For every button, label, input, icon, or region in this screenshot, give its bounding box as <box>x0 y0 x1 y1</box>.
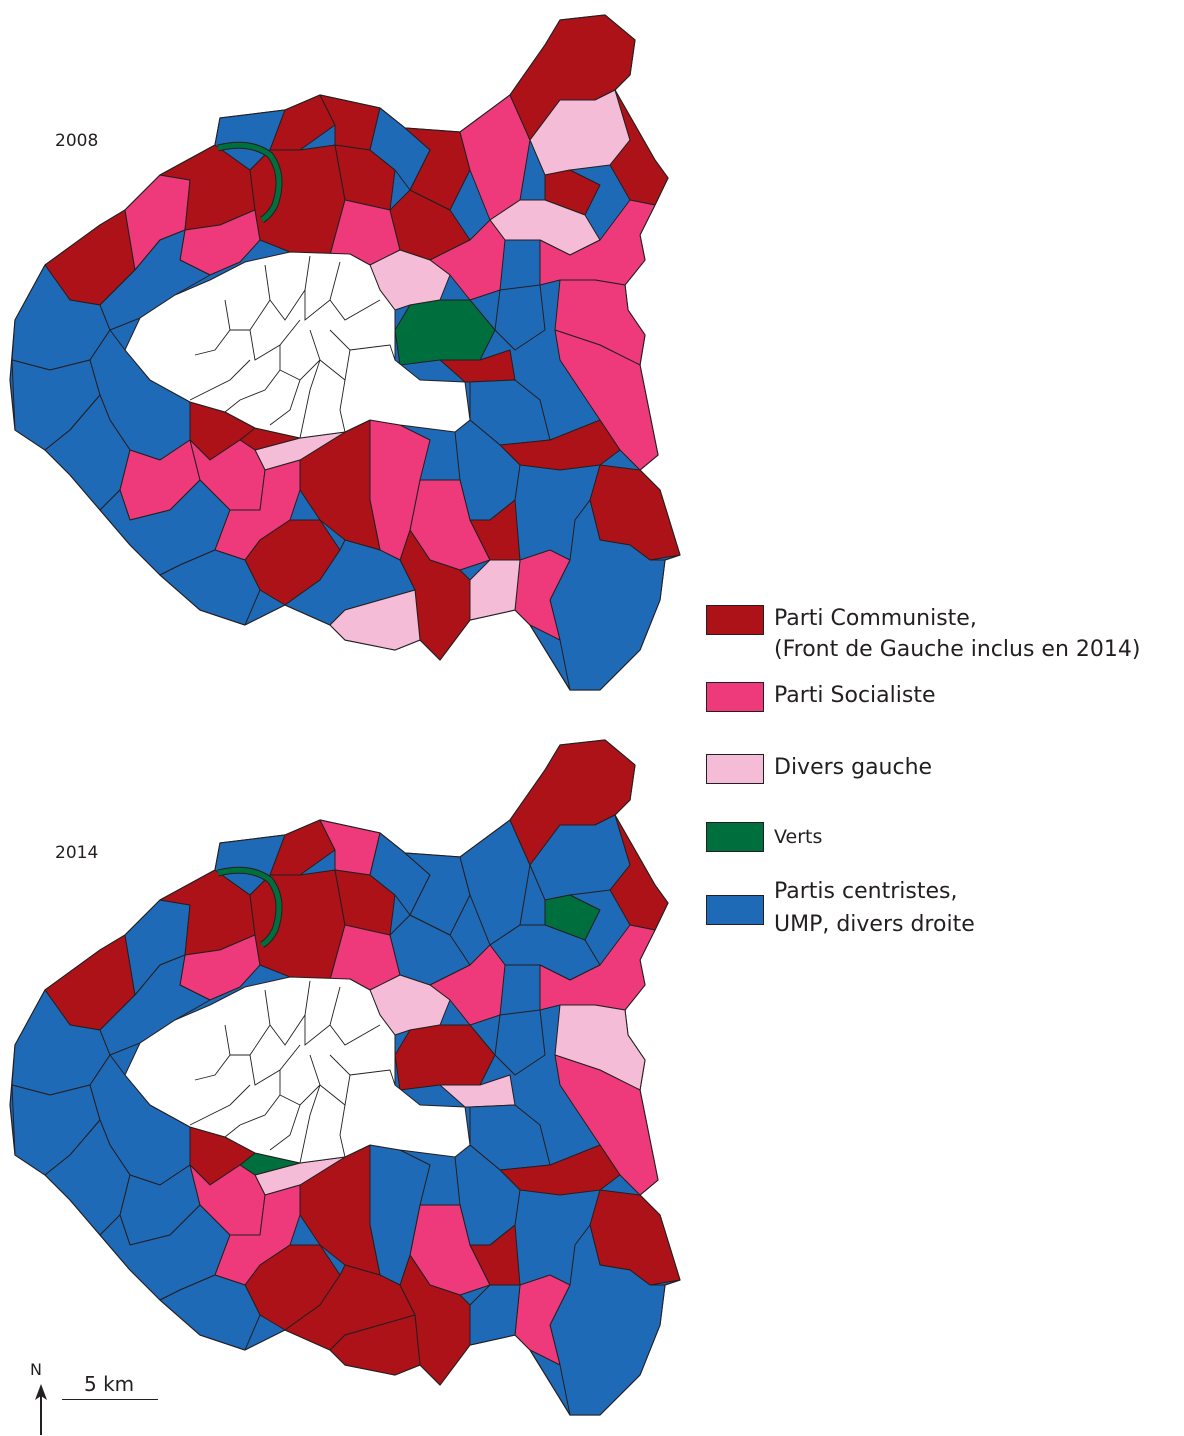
arrondissement-border <box>304 986 341 1046</box>
arrondissement-border <box>319 1054 351 1106</box>
arrondissement-border <box>349 1069 396 1086</box>
arrondissement-border <box>319 329 351 381</box>
commune <box>499 1144 621 1196</box>
map-2008-svg <box>9 14 681 691</box>
commune <box>269 94 336 151</box>
map-2008 <box>0 0 700 700</box>
arrondissement-border <box>339 379 346 433</box>
arrondissement-border <box>230 264 271 331</box>
commune <box>494 284 546 351</box>
arrondissement-border <box>224 1094 281 1138</box>
arrondissement-border <box>194 1024 231 1081</box>
commune <box>469 1224 521 1286</box>
legend-label-divers-gauche: Divers gauche <box>774 755 933 780</box>
legend-swatch-communiste <box>706 605 764 635</box>
arrondissement-border <box>249 319 301 361</box>
legend-label-communiste: Parti Communiste, <box>774 606 977 631</box>
legend-label-communiste-2: (Front de Gauche inclus en 2014) <box>774 637 1141 662</box>
legend-swatch-droite <box>706 895 764 925</box>
scale-bar-label: 5 km <box>84 1372 135 1396</box>
legend-label-verts: Verts <box>774 826 823 848</box>
arrondissement-border <box>189 359 251 401</box>
commune <box>544 169 601 216</box>
commune <box>539 199 656 286</box>
arrondissement-border <box>329 299 381 321</box>
commune <box>514 549 571 641</box>
legend-label-droite: Partis centristes, <box>774 879 958 904</box>
commune <box>334 869 396 936</box>
seine <box>217 867 282 948</box>
arrondissement-border <box>269 980 311 1046</box>
arrondissement-border <box>299 359 321 439</box>
north-arrow-icon <box>35 1384 47 1435</box>
north-label: N <box>30 1360 42 1379</box>
commune <box>249 144 346 256</box>
map-2014-svg <box>9 739 681 1416</box>
scale-bar-line <box>62 1399 158 1400</box>
arrondissement-border <box>349 344 396 361</box>
arrondissement-border <box>189 1084 251 1126</box>
commune <box>554 329 659 471</box>
commune <box>469 559 521 621</box>
arrondissement-border <box>269 1104 301 1151</box>
commune <box>539 924 656 1011</box>
legend-label-socialiste: Parti Socialiste <box>774 683 936 708</box>
legend-swatch-verts <box>706 822 764 852</box>
arrondissement-border <box>329 1024 381 1046</box>
arrondissement-border <box>299 1084 321 1164</box>
commune <box>99 954 211 1056</box>
paris <box>124 976 471 1164</box>
commune <box>269 819 336 876</box>
legend-swatch-socialiste <box>706 682 764 712</box>
commune <box>544 894 601 941</box>
legend-swatch-divers-gauche <box>706 754 764 784</box>
commune <box>249 869 346 981</box>
map-2014 <box>0 715 700 1420</box>
arrondissement-border <box>249 1044 301 1086</box>
legend-label-droite-2: UMP, divers droite <box>774 912 975 937</box>
arrondissement-border <box>230 989 271 1056</box>
commune <box>494 1009 546 1076</box>
seine <box>217 142 282 223</box>
commune <box>469 499 521 561</box>
arrondissement-border <box>339 1104 346 1158</box>
communes-2014 <box>9 739 681 1416</box>
commune <box>334 144 396 211</box>
arrondissement-border <box>194 299 231 356</box>
year-label-2014: 2014 <box>55 843 99 863</box>
arrondissement-border <box>304 261 341 321</box>
commune <box>159 549 261 626</box>
arrondissement-border <box>224 369 281 413</box>
commune <box>554 1054 659 1196</box>
commune <box>329 589 421 651</box>
commune <box>514 1274 571 1366</box>
commune <box>99 229 211 331</box>
commune <box>159 1274 261 1351</box>
arrondissement-border <box>269 379 301 426</box>
paris <box>124 251 471 439</box>
commune <box>499 419 621 471</box>
year-label-2008: 2008 <box>55 131 99 151</box>
commune <box>469 1284 521 1346</box>
arrondissement-border <box>269 255 311 321</box>
commune <box>329 1314 421 1376</box>
communes-2008 <box>9 14 681 691</box>
